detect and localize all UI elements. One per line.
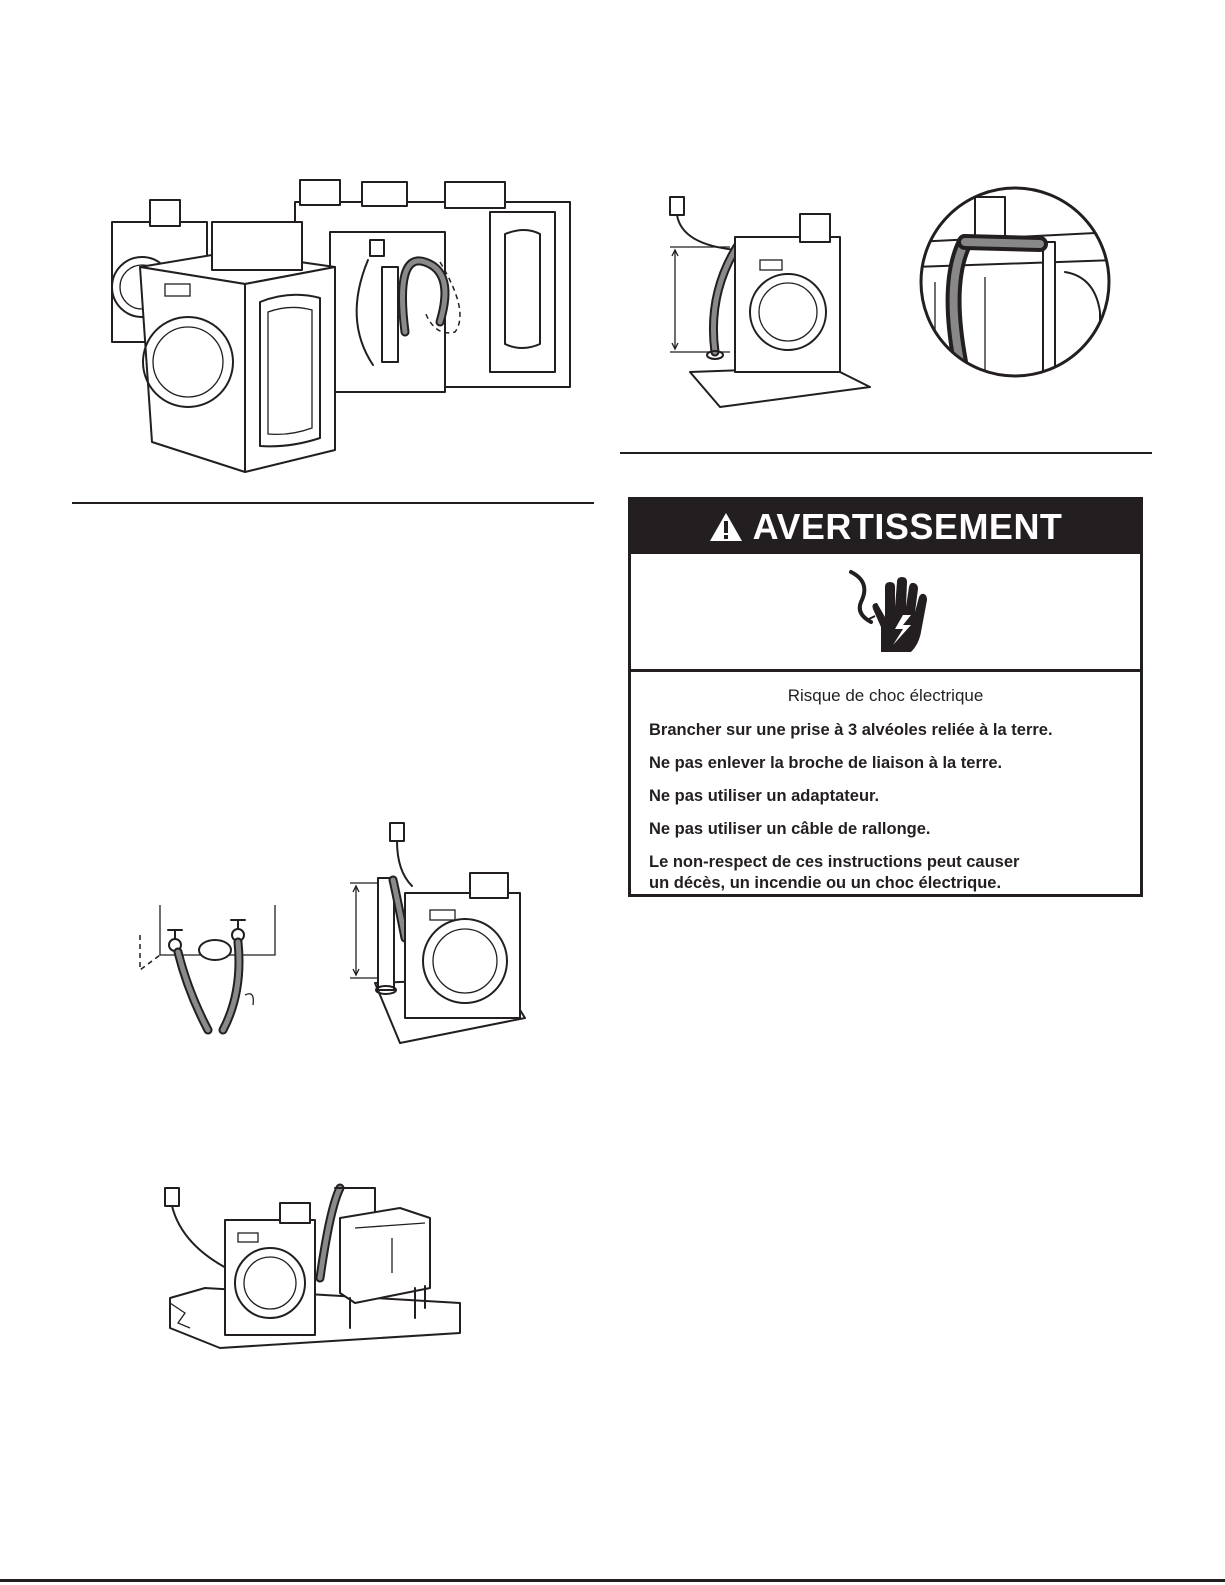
illustration-hose-detail-circle	[915, 182, 1115, 382]
warning-line: Brancher sur une prise à 3 alvéoles reli…	[649, 721, 1053, 739]
section-divider-right	[620, 452, 1152, 454]
warning-header: AVERTISSEMENT	[631, 500, 1140, 554]
section-divider-left	[72, 502, 594, 504]
electric-shock-hand-icon	[841, 567, 931, 657]
illustration-faucet-hoses	[130, 900, 290, 1035]
illustration-laundromat-row	[100, 172, 571, 477]
page-bottom-rule	[0, 1579, 1225, 1582]
illustration-standpipe-height	[660, 192, 875, 412]
warning-triangle-icon	[709, 512, 743, 542]
warning-line: Ne pas enlever la broche de liaison à la…	[649, 754, 1003, 772]
warning-title: Risque de choc électrique	[787, 686, 984, 705]
warning-line: Ne pas utiliser un adaptateur.	[649, 787, 880, 805]
warning-heading: AVERTISSEMENT	[752, 506, 1063, 547]
illustration-washer-laundry-tub	[160, 1178, 470, 1358]
warning-body: Risque de choc électrique Brancher sur u…	[631, 672, 1140, 894]
warning-line: Ne pas utiliser un câble de rallonge.	[649, 820, 931, 838]
illustration-washer-standpipe	[350, 818, 540, 1048]
electric-shock-warning: AVERTISSEMENT Risque de choc électrique …	[628, 497, 1143, 897]
warning-icon-area	[631, 554, 1140, 672]
warning-consequence: Le non-respect de ces instructions peut …	[649, 853, 1020, 892]
